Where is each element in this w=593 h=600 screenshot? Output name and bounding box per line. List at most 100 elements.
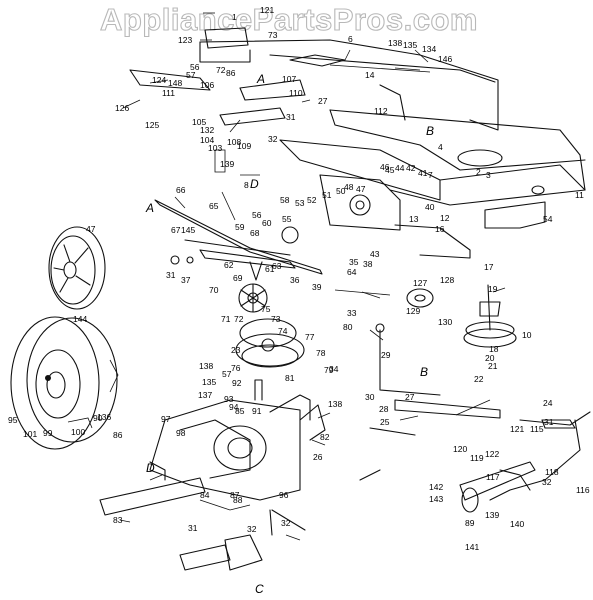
- callout-87: 87: [230, 490, 240, 500]
- callout-81: 81: [285, 373, 295, 383]
- callout-138: 138: [328, 399, 342, 409]
- callout-59: 59: [235, 222, 245, 232]
- callout-57: 57: [222, 369, 232, 379]
- callout-55: 55: [282, 214, 292, 224]
- callout-120: 120: [453, 444, 467, 454]
- callout-92: 92: [232, 378, 242, 388]
- callout-88: 88: [233, 495, 243, 505]
- callout-91: 91: [252, 406, 262, 416]
- callout-104: 104: [200, 135, 214, 145]
- callout-100: 100: [71, 427, 85, 437]
- callout-24: 24: [543, 398, 553, 408]
- callout-45: 45: [385, 165, 395, 175]
- callout-106: 106: [200, 80, 214, 90]
- callout-53: 53: [295, 198, 305, 208]
- callout-108: 108: [227, 137, 241, 147]
- marker-a-left: A: [145, 201, 154, 215]
- frame-assembly: [129, 27, 586, 259]
- callout-134: 134: [422, 44, 436, 54]
- callout-139: 139: [220, 159, 234, 169]
- callout-121: 121: [510, 424, 524, 434]
- shift-linkage: [359, 323, 591, 513]
- callout-36: 36: [290, 275, 300, 285]
- callout-41: 41: [418, 168, 428, 178]
- callout-111: 111: [162, 88, 175, 98]
- transaxle: [99, 379, 326, 571]
- callout-31: 31: [286, 112, 296, 122]
- callout-29: 29: [381, 350, 391, 360]
- callout-141: 141: [465, 542, 479, 552]
- assembly-markers: A A B B C D D: [145, 72, 434, 596]
- callout-38: 38: [363, 259, 373, 269]
- callout-20: 20: [485, 353, 495, 363]
- callout-31: 31: [544, 417, 554, 427]
- callout-52: 52: [307, 195, 317, 205]
- callout-21: 21: [488, 361, 498, 371]
- callout-89: 89: [465, 518, 475, 528]
- callout-37: 37: [181, 275, 191, 285]
- callout-145: 145: [181, 225, 195, 235]
- callout-14: 14: [365, 70, 375, 80]
- callout-138: 138: [199, 361, 213, 371]
- callout-126: 126: [115, 103, 129, 113]
- callout-51: 51: [322, 190, 332, 200]
- callout-1: 1: [232, 12, 237, 22]
- callout-56: 56: [252, 210, 262, 220]
- callout-22: 22: [474, 374, 484, 384]
- callout-73: 73: [271, 314, 281, 324]
- marker-c: C: [255, 582, 264, 596]
- callout-31: 31: [166, 270, 176, 280]
- callout-44: 44: [395, 163, 405, 173]
- marker-d-top: D: [250, 177, 259, 191]
- callout-115: 115: [530, 424, 544, 434]
- callout-30: 30: [365, 392, 375, 402]
- callout-54: 54: [543, 214, 553, 224]
- callout-72: 72: [216, 65, 226, 75]
- callout-82: 82: [320, 432, 330, 442]
- callout-58: 58: [280, 195, 290, 205]
- callout-124: 124: [152, 75, 166, 85]
- callout-33: 33: [347, 308, 357, 318]
- linkage-assembly: [154, 199, 391, 299]
- callout-48: 48: [344, 182, 354, 192]
- callout-105: 105: [192, 117, 206, 127]
- callout-121: 121: [260, 5, 274, 15]
- callout-35: 35: [349, 257, 359, 267]
- leader-lines: [119, 12, 506, 541]
- callout-117: 117: [486, 472, 500, 482]
- callout-138: 138: [388, 38, 402, 48]
- callout-90: 90: [93, 413, 103, 423]
- callout-66: 66: [176, 185, 186, 195]
- callout-139: 139: [485, 510, 499, 520]
- callout-96: 96: [279, 490, 289, 500]
- rear-wheel: [10, 316, 119, 450]
- watermark: AppliancePartsPros.com: [100, 2, 478, 37]
- callout-42: 42: [406, 163, 416, 173]
- callout-75: 75: [261, 304, 271, 314]
- callout-129: 129: [406, 306, 420, 316]
- callout-34: 34: [329, 364, 339, 374]
- callout-107: 107: [282, 74, 296, 84]
- callout-12: 12: [440, 213, 450, 223]
- callout-86: 86: [226, 68, 236, 78]
- callout-144: 144: [73, 314, 87, 324]
- callout-103: 103: [208, 143, 222, 153]
- callout-8: 8: [244, 180, 249, 190]
- callout-132: 132: [200, 125, 214, 135]
- callout-146: 146: [438, 54, 452, 64]
- callout-140: 140: [510, 519, 524, 529]
- callout-142: 142: [429, 482, 443, 492]
- callout-136: 136: [97, 412, 111, 422]
- callout-47: 47: [356, 184, 366, 194]
- callout-119: 119: [470, 453, 484, 463]
- callout-56: 56: [190, 62, 200, 72]
- callout-47: 47: [86, 224, 96, 234]
- callout-40: 40: [425, 202, 435, 212]
- callout-6: 6: [348, 34, 353, 44]
- callout-73: 73: [268, 30, 278, 40]
- callout-16: 16: [435, 224, 445, 234]
- callout-137: 137: [198, 390, 212, 400]
- callout-74: 74: [278, 326, 288, 336]
